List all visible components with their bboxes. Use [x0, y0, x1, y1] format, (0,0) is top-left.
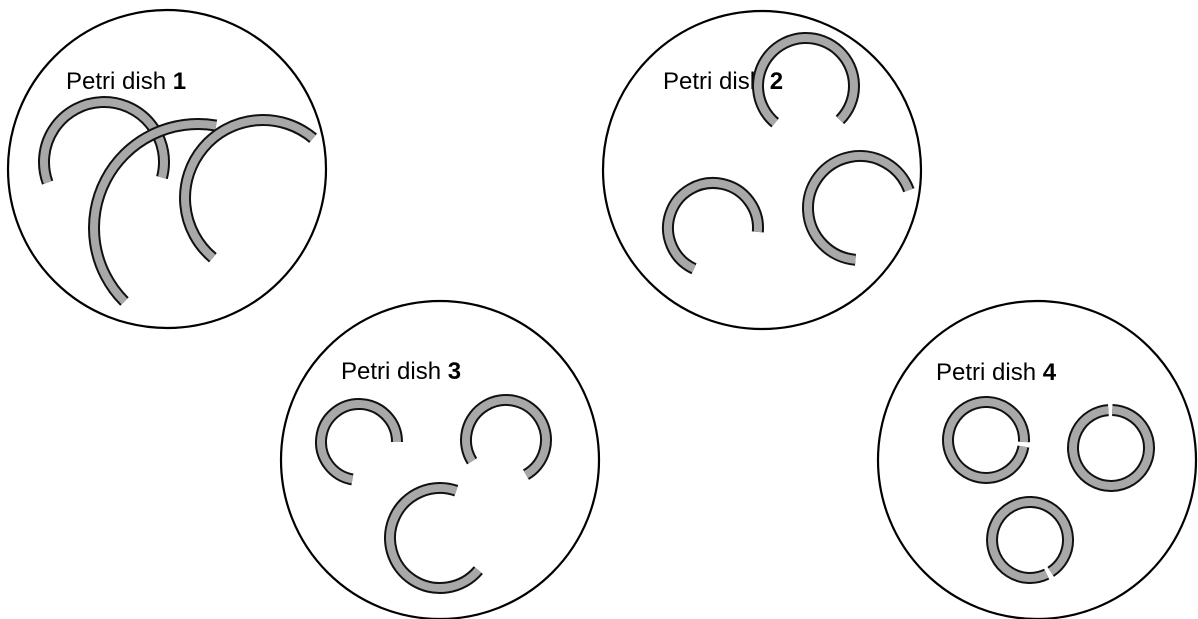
- petri-dish-3-label: Petri dish 3: [341, 358, 461, 385]
- petri-dish-3: Petri dish 3: [281, 301, 599, 619]
- petri-dish-1-number: 1: [173, 68, 186, 95]
- petri-dish-1: Petri dish 1: [8, 10, 326, 328]
- petri-dish-4-number: 4: [1043, 359, 1057, 386]
- petri-dish-2: Petri dish 2: [603, 11, 921, 329]
- petri-dish-1-label: Petri dish 1: [66, 68, 186, 95]
- petri-dish-2-number: 2: [770, 68, 783, 95]
- petri-dish-4: Petri dish 4: [878, 301, 1196, 619]
- petri-dish-4-label: Petri dish 4: [936, 359, 1057, 386]
- petri-dish-3-number: 3: [448, 358, 461, 385]
